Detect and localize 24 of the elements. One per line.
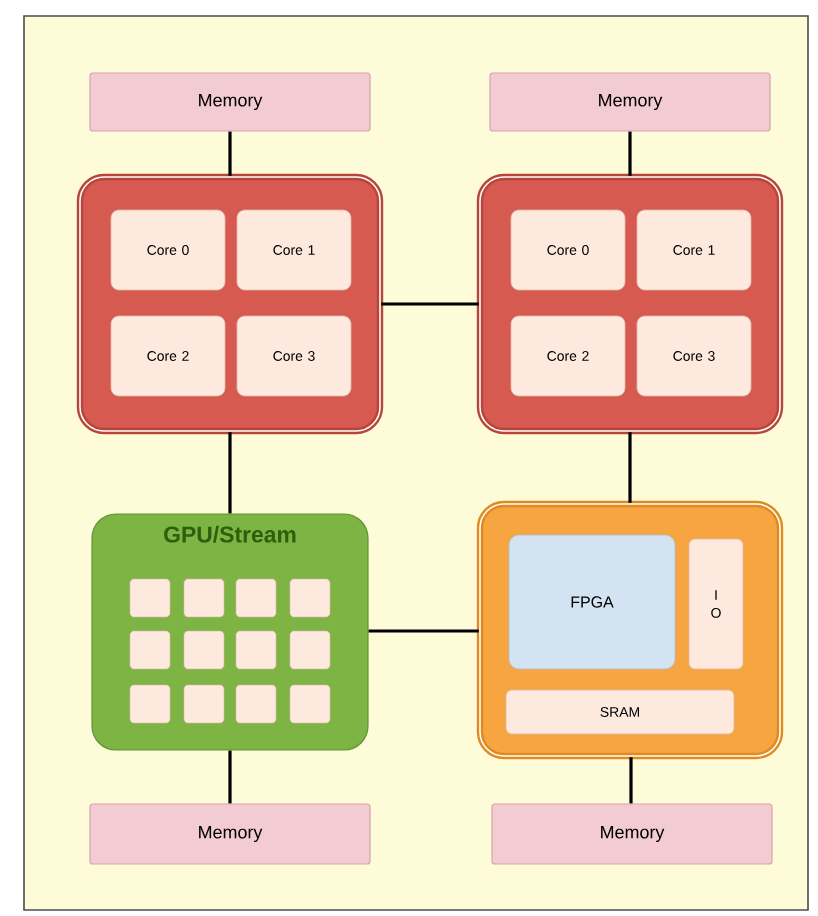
core-square bbox=[235, 684, 277, 724]
core-square bbox=[129, 578, 171, 618]
memory-box: Memory bbox=[89, 72, 371, 132]
connector-line bbox=[228, 131, 232, 176]
connector-line bbox=[628, 432, 632, 503]
memory-box: Memory bbox=[489, 72, 771, 132]
connector-line bbox=[628, 131, 632, 176]
core-square bbox=[129, 684, 171, 724]
core-square bbox=[183, 578, 225, 618]
connector-line bbox=[381, 302, 479, 306]
core-square bbox=[129, 630, 171, 670]
connector-line bbox=[629, 757, 633, 804]
core-square bbox=[235, 578, 277, 618]
memory-box: Memory bbox=[491, 803, 773, 865]
core-square bbox=[289, 684, 331, 724]
core-square bbox=[183, 684, 225, 724]
core-square bbox=[235, 630, 277, 670]
connector-line bbox=[368, 629, 479, 633]
connector-line bbox=[228, 750, 232, 804]
connector-line bbox=[228, 432, 232, 514]
core-square bbox=[183, 630, 225, 670]
core-square bbox=[289, 630, 331, 670]
core-square bbox=[289, 578, 331, 618]
memory-box: Memory bbox=[89, 803, 371, 865]
